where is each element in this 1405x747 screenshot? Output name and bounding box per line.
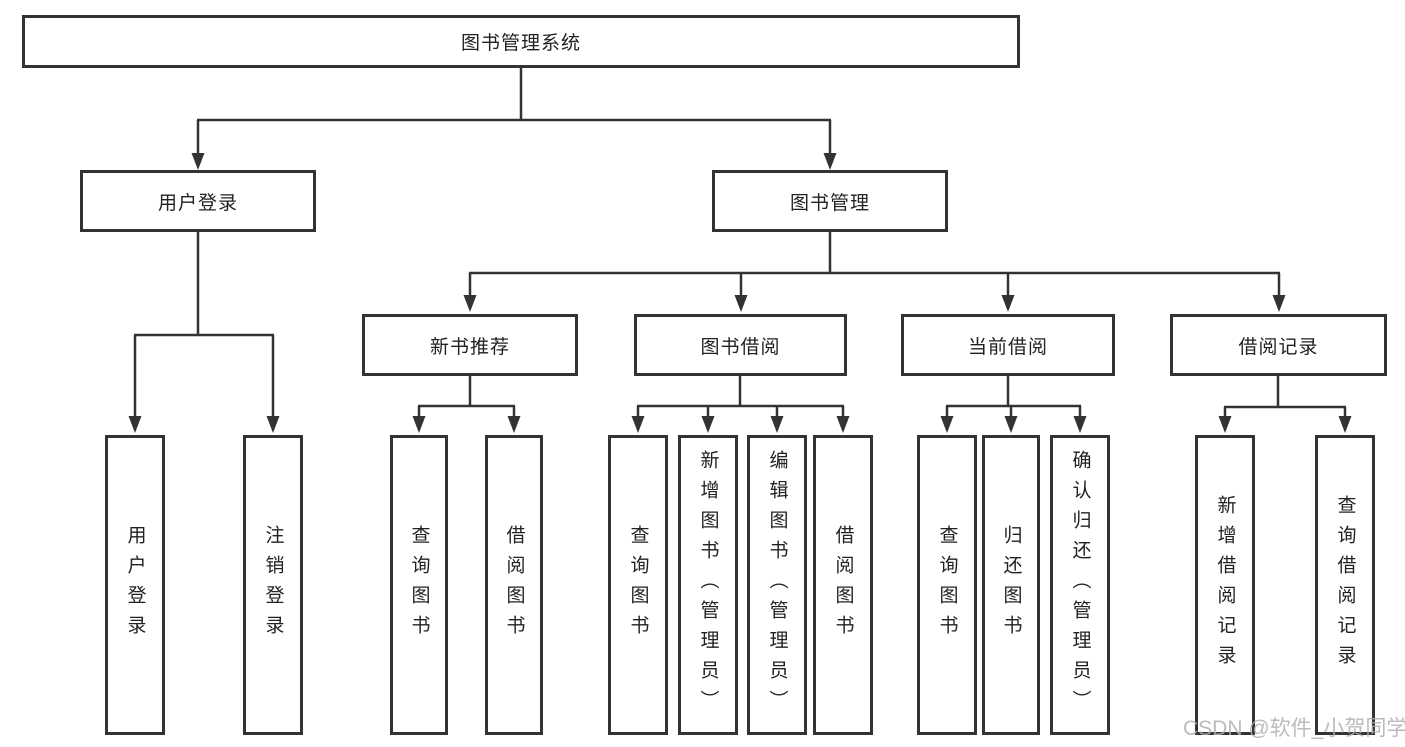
leaf-label: 借阅图书 [503, 525, 525, 645]
leaf-label: 编辑图书（管理员） [766, 450, 788, 720]
leaf-add-borrow-record: 新增借阅记录 [1195, 435, 1255, 735]
node-book-borrowing: 图书借阅 [634, 314, 847, 376]
arrowheads [128, 153, 1352, 433]
leaf-label: 查询借阅记录 [1334, 495, 1356, 675]
node-label: 用户登录 [157, 192, 238, 214]
leaf-query-borrow-record: 查询借阅记录 [1315, 435, 1375, 735]
leaf-query-books-current: 查询图书 [917, 435, 977, 735]
watermark: CSDN @软件_小贺同学 [1183, 717, 1405, 740]
node-library-system: 图书管理系统 [22, 15, 1020, 68]
leaf-return-books: 归还图书 [982, 435, 1040, 735]
node-new-book-recommend: 新书推荐 [362, 314, 578, 376]
leaf-user-login: 用户登录 [105, 435, 165, 735]
leaf-label: 借阅图书 [832, 525, 854, 645]
node-current-borrowing: 当前借阅 [901, 314, 1115, 376]
leaf-confirm-return-admin: 确认归还（管理员） [1050, 435, 1110, 735]
leaf-borrow-books-recommend: 借阅图书 [485, 435, 543, 735]
node-label: 图书管理系统 [460, 33, 581, 54]
leaf-label: 查询图书 [627, 525, 649, 645]
node-label: 图书管理 [789, 192, 870, 214]
leaf-label: 查询图书 [936, 525, 958, 645]
leaf-label: 确认归还（管理员） [1069, 450, 1091, 720]
node-label: 新书推荐 [429, 336, 510, 358]
node-label: 当前借阅 [967, 336, 1048, 358]
node-book-management: 图书管理 [712, 170, 948, 232]
leaf-query-books-recommend: 查询图书 [390, 435, 448, 735]
leaf-edit-book-admin: 编辑图书（管理员） [747, 435, 807, 735]
leaf-label: 归还图书 [1000, 525, 1022, 645]
leaf-label: 查询图书 [408, 525, 430, 645]
leaf-label: 新增借阅记录 [1214, 495, 1236, 675]
node-label: 借阅记录 [1238, 336, 1319, 358]
leaf-label: 用户登录 [124, 525, 146, 645]
leaf-logout: 注销登录 [243, 435, 303, 735]
leaf-label: 注销登录 [262, 525, 284, 645]
leaf-label: 新增图书（管理员） [697, 450, 719, 720]
node-label: 图书借阅 [700, 336, 781, 358]
node-borrow-records: 借阅记录 [1170, 314, 1387, 376]
leaf-query-books-borrowing: 查询图书 [608, 435, 668, 735]
leaf-add-book-admin: 新增图书（管理员） [678, 435, 738, 735]
node-user-login: 用户登录 [80, 170, 316, 232]
leaf-borrow-books: 借阅图书 [813, 435, 873, 735]
